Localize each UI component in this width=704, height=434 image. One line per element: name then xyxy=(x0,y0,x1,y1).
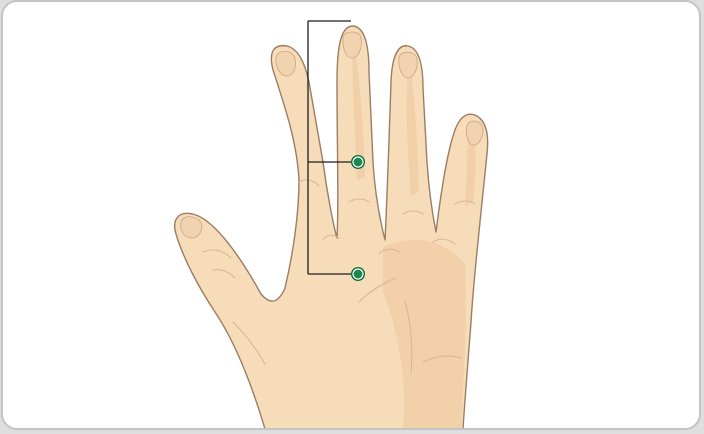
finger-shading-3 xyxy=(465,127,476,207)
finger-shading-2 xyxy=(406,62,419,196)
thumb-nail xyxy=(180,216,203,239)
index-nail xyxy=(275,50,296,77)
lower-acupoint-marker xyxy=(351,267,365,281)
measurement-bracket xyxy=(307,20,358,275)
upper-acupoint-marker xyxy=(351,155,365,169)
ring-nail xyxy=(398,51,418,79)
finger-shading xyxy=(352,42,365,180)
little-nail xyxy=(465,120,484,146)
middle-nail xyxy=(342,31,362,59)
creases xyxy=(202,179,476,375)
hand-diagram xyxy=(174,20,489,428)
hand-shading xyxy=(383,239,466,428)
